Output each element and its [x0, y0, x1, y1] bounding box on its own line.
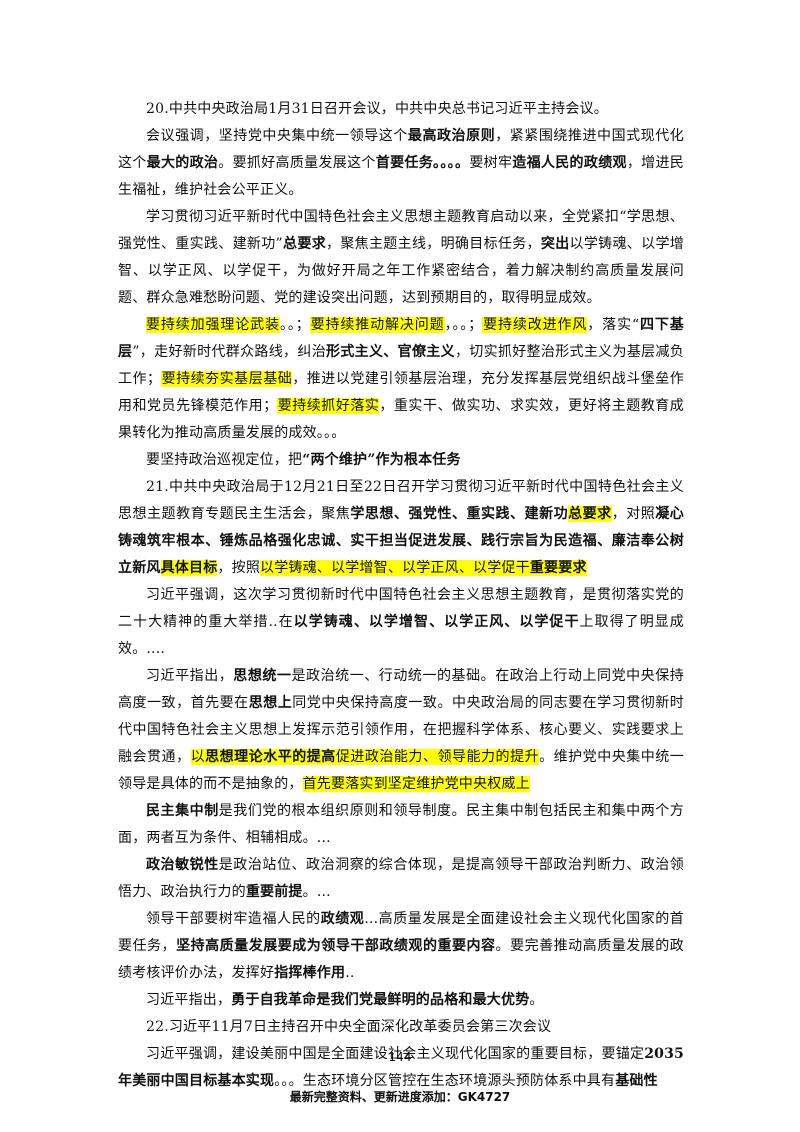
text-segment: 习近平指出， [146, 992, 232, 1008]
bold-text: 政治敏锐性 [146, 857, 219, 873]
page-number: 144 [388, 1050, 412, 1064]
text-segment: ，增进民生福祉，维护社会公平正义。 [118, 155, 684, 198]
paragraph-item-22-title: 22.习近平11月7日主持召开中央全面深化改革委员会第三次会议 [118, 1014, 684, 1041]
text-segment: ，按照 [217, 560, 261, 576]
text-segment: 习近平指出， [146, 668, 234, 684]
paragraph-item-21-title: 21.中共中央政治局于12月21日至22日召开学习贯彻习近平新时代中国特色社会主… [118, 474, 684, 582]
bold-text: 最高政治原则 [407, 128, 496, 144]
text-segment: 上取得了明显成效。.... [118, 614, 685, 657]
paragraph-item-20-title: 20.中共中央政治局1月31日召开会议，中共中央总书记习近平主持会议。 [118, 96, 684, 123]
text-segment: 同党中央保持高度一致。中央政治局的同志要在学习贯彻新时代中国特色社会主义思想上发… [118, 695, 684, 765]
highlighted-text: 思想理论水平的提高 [205, 749, 336, 765]
paragraph-democratic-centralism: 民主集中制是我们党的根本组织原则和领导制度。民主集中制包括民主和集中两个方面，两… [118, 798, 684, 852]
text-segment: ，重实干、做实功、求实效，更好将主题教育成果转化为推动高质量发展的成效。。。 [118, 398, 685, 441]
paragraph-xi-emphasis: 习近平强调，这次学习贯彻新时代中国特色社会主义思想主题教育，是贯彻落实党的二十大… [118, 582, 684, 663]
text-segment: ，对照 [611, 506, 656, 522]
highlighted-text: 要持续推动解决问题 [309, 317, 445, 333]
text-segment: ...高质量发展是全面建设社会主义现代化国家的首要任务， [118, 911, 684, 954]
bold-text: 2035年美丽中国目标基本实现 [118, 1046, 684, 1089]
text-segment: 。... [302, 884, 331, 900]
text-segment: 。。； [279, 317, 310, 333]
bold-text: 形式主义、官僚主义 [326, 344, 455, 360]
paragraph-persist-requirements: 要持续加强理论武装。。；要持续推动解决问题，。。；要持续改进作风，落实“四下基层… [118, 312, 684, 447]
text-segment: 21.中共中央政治局于12月21日至22日召开学习贯彻习近平新时代中国特色社会主… [118, 479, 684, 522]
text-segment: 习近平强调，这次学习贯彻新时代中国特色社会主义思想主题教育，是贯彻落实党的二十大… [118, 587, 684, 630]
text-segment: 要坚持政治巡视定位，把 [146, 452, 303, 468]
text-segment: 会议强调，坚持党中央集中统一领导这个 [146, 128, 408, 144]
text-segment: ，。。； [444, 317, 483, 333]
text-segment: 。。。生态环境分区管控在生态环境源头预防体系中具有 [274, 1073, 616, 1089]
bold-text: 指挥棒作用 [274, 965, 346, 981]
bold-text: 造福人民的政绩观 [512, 155, 627, 171]
text-segment: 学习贯彻习近平新时代中国特色社会主义思想主题教育启动以来，全党紧扣“学思想、强党… [118, 209, 684, 252]
highlighted-text: 总要求 [568, 506, 612, 522]
bold-text: 突出 [540, 236, 570, 252]
text-segment: 。维护党中央集中统一领导是具体的而不是抽象的， [118, 749, 685, 792]
bold-text: 凝心铸魂筑牢根本、锤炼品格强化忠诚、实干担当促进发展、践行宗旨为民造福、廉洁奉公… [118, 506, 684, 576]
text-segment: 领导干部要树牢造福人民的 [146, 911, 321, 927]
highlighted-text: 要持续改进作风 [482, 317, 588, 333]
bold-text: 以学铸魂、以学增智、以学正风、以学促干 [293, 614, 580, 630]
paragraph-theme-education: 学习贯彻习近平新时代中国特色社会主义思想主题教育启动以来，全党紧扣“学思想、强党… [118, 204, 684, 312]
highlighted-text: 要持续加强理论武装 [146, 317, 280, 333]
highlighted-text: 要持续抓好落实 [277, 398, 380, 414]
text-segment: ，聚焦主题主线，明确目标任务， [326, 236, 541, 252]
highlighted-text: 促进政治能力、领导能力的提升 [335, 749, 540, 765]
bold-text: 总要求 [282, 236, 327, 252]
text-segment: 以学铸魂、以学增智、以学正风、以学促干，为做好开局之年工作紧密结合，着力解决制约… [118, 236, 684, 306]
text-segment: 是我们党的根本组织原则和领导制度。民主集中制包括民主和集中两个方面，两者互为条件… [118, 803, 684, 846]
highlighted-text: 具体目标 [160, 560, 218, 576]
bold-text: 政绩观 [320, 911, 365, 927]
text-segment: 是政治站位、政治洞察的综合体现，是提高领导干部政治判断力、政治领悟力、政治执行力… [118, 857, 684, 900]
highlighted-text: 首先要落实到坚定维护党中央权威上 [302, 776, 530, 792]
text-segment: ，紧紧围绕推进中国式现代化这个 [118, 128, 684, 171]
text-segment: 20.中共中央政治局1月31日召开会议，中共中央总书记习近平主持会议。 [146, 101, 608, 117]
text-segment: 是政治统一、行动统一的基础。在政治上行动上同党中央保持高度一致，首先要在 [118, 668, 684, 711]
text-segment: .. [345, 965, 355, 981]
bold-text: 思想统一 [233, 668, 292, 684]
paragraph-thought-unity: 习近平指出，思想统一是政治统一、行动统一的基础。在政治上行动上同党中央保持高度一… [118, 663, 684, 798]
text-segment: ，推进以党建引领基层治理，充分发挥基层党组织战斗堡垒作用和党员先锋模范作用； [118, 371, 684, 414]
bold-text: 坚持高质量发展要成为领导干部政绩观的重要内容 [176, 938, 496, 954]
text-segment: 要树牢 [469, 155, 513, 171]
bold-text: 思想上 [248, 695, 293, 711]
bold-text: 四下基层 [118, 317, 684, 360]
text-segment: 习近平强调，建设美丽中国是全面建设社会主义现代化国家的重要目标，要锚定 [146, 1046, 645, 1062]
text-segment: 22.习近平11月7日主持召开中央全面深化改革委员会第三次会议 [146, 1019, 552, 1035]
bold-text: “两个维护”作为根本任务 [302, 452, 461, 468]
highlighted-text: 以 [190, 749, 206, 765]
bold-text: 基础性 [615, 1073, 658, 1089]
bold-text: 勇于自我革命是我们党最鲜明的品格和最大优势 [231, 992, 530, 1008]
paragraph-inspection: 要坚持政治巡视定位，把“两个维护”作为根本任务 [118, 447, 684, 474]
highlighted-text: 以学铸魂、以学增智、以学正风、以学促干 [260, 560, 530, 576]
text-segment: ，切实抓好整治形式主义为基层减负工作； [118, 344, 684, 387]
document-body: 20.中共中央政治局1月31日召开会议，中共中央总书记习近平主持会议。会议强调，… [118, 96, 684, 1095]
bold-text: 首要任务。。。。 [375, 155, 470, 171]
footer-note: 最新完整资料、更新进度添加：GK4727 [289, 1090, 511, 1104]
paragraph-meeting-emphasis: 会议强调，坚持党中央集中统一领导这个最高政治原则，紧紧围绕推进中国式现代化这个最… [118, 123, 684, 204]
paragraph-beautiful-china: 习近平强调，建设美丽中国是全面建设社会主义现代化国家的重要目标，要锚定2035年… [118, 1041, 684, 1095]
text-segment: 。要完善推动高质量发展的政绩考核评价办法，发挥好 [118, 938, 684, 981]
text-segment: ”，走好新时代群众路线，纠治 [132, 344, 327, 360]
highlighted-text: 重要要求 [529, 560, 587, 576]
text-segment: ，落实“ [587, 317, 640, 333]
highlighted-text: 要持续夯实基层基础 [161, 371, 293, 387]
bold-text: 学思想、强党性、重实践、建新功 [350, 506, 569, 522]
bold-text: 最大的政治 [146, 155, 219, 171]
bold-text: 重要前提 [245, 884, 303, 900]
bold-text: 民主集中制 [146, 803, 219, 819]
paragraph-self-revolution: 习近平指出，勇于自我革命是我们党最鲜明的品格和最大优势。 [118, 987, 684, 1014]
text-segment: 。要抓好高质量发展这个 [218, 155, 376, 171]
paragraph-political-acuity: 政治敏锐性是政治站位、政治洞察的综合体现，是提高领导干部政治判断力、政治领悟力、… [118, 852, 684, 906]
text-segment: 。 [529, 992, 544, 1008]
paragraph-performance-view: 领导干部要树牢造福人民的政绩观...高质量发展是全面建设社会主义现代化国家的首要… [118, 906, 684, 987]
